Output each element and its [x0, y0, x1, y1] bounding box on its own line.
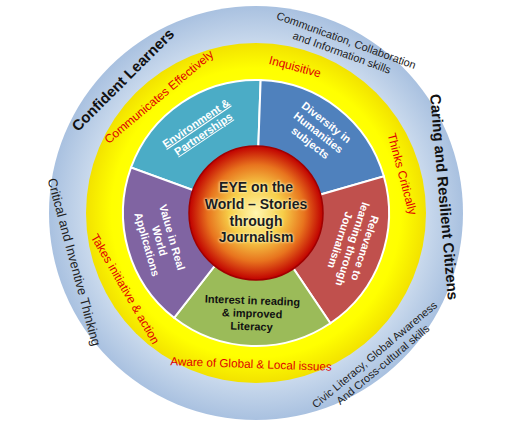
outer-ring: Environment & PartnershipsDiversity in H…	[49, 6, 463, 420]
value-ring: Environment & PartnershipsDiversity in H…	[86, 43, 426, 383]
ring-fill	[189, 146, 323, 280]
ring-fill	[86, 43, 426, 383]
center-hub: EYE on the World – Stories through Journ…	[188, 145, 324, 281]
hub-title: EYE on the World – Stories through Journ…	[202, 179, 310, 246]
sector-label: Interest in reading & improved Literacy	[204, 292, 301, 335]
